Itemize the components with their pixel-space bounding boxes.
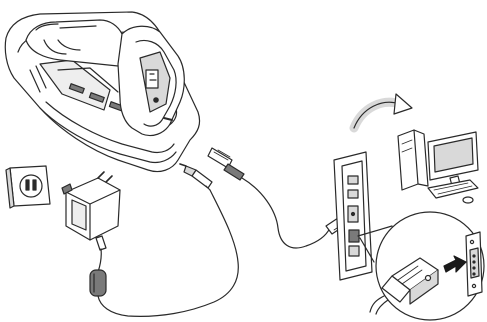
computer-back-panel xyxy=(333,151,373,281)
cordless-scanner xyxy=(25,19,185,137)
interface-cable xyxy=(207,147,351,249)
power-adapter xyxy=(61,171,239,317)
desktop-computer xyxy=(397,129,479,204)
power-jack xyxy=(179,163,213,191)
wall-outlet xyxy=(5,165,51,209)
rotate-arrow-icon xyxy=(349,93,413,133)
serial-port-connector xyxy=(369,231,483,315)
